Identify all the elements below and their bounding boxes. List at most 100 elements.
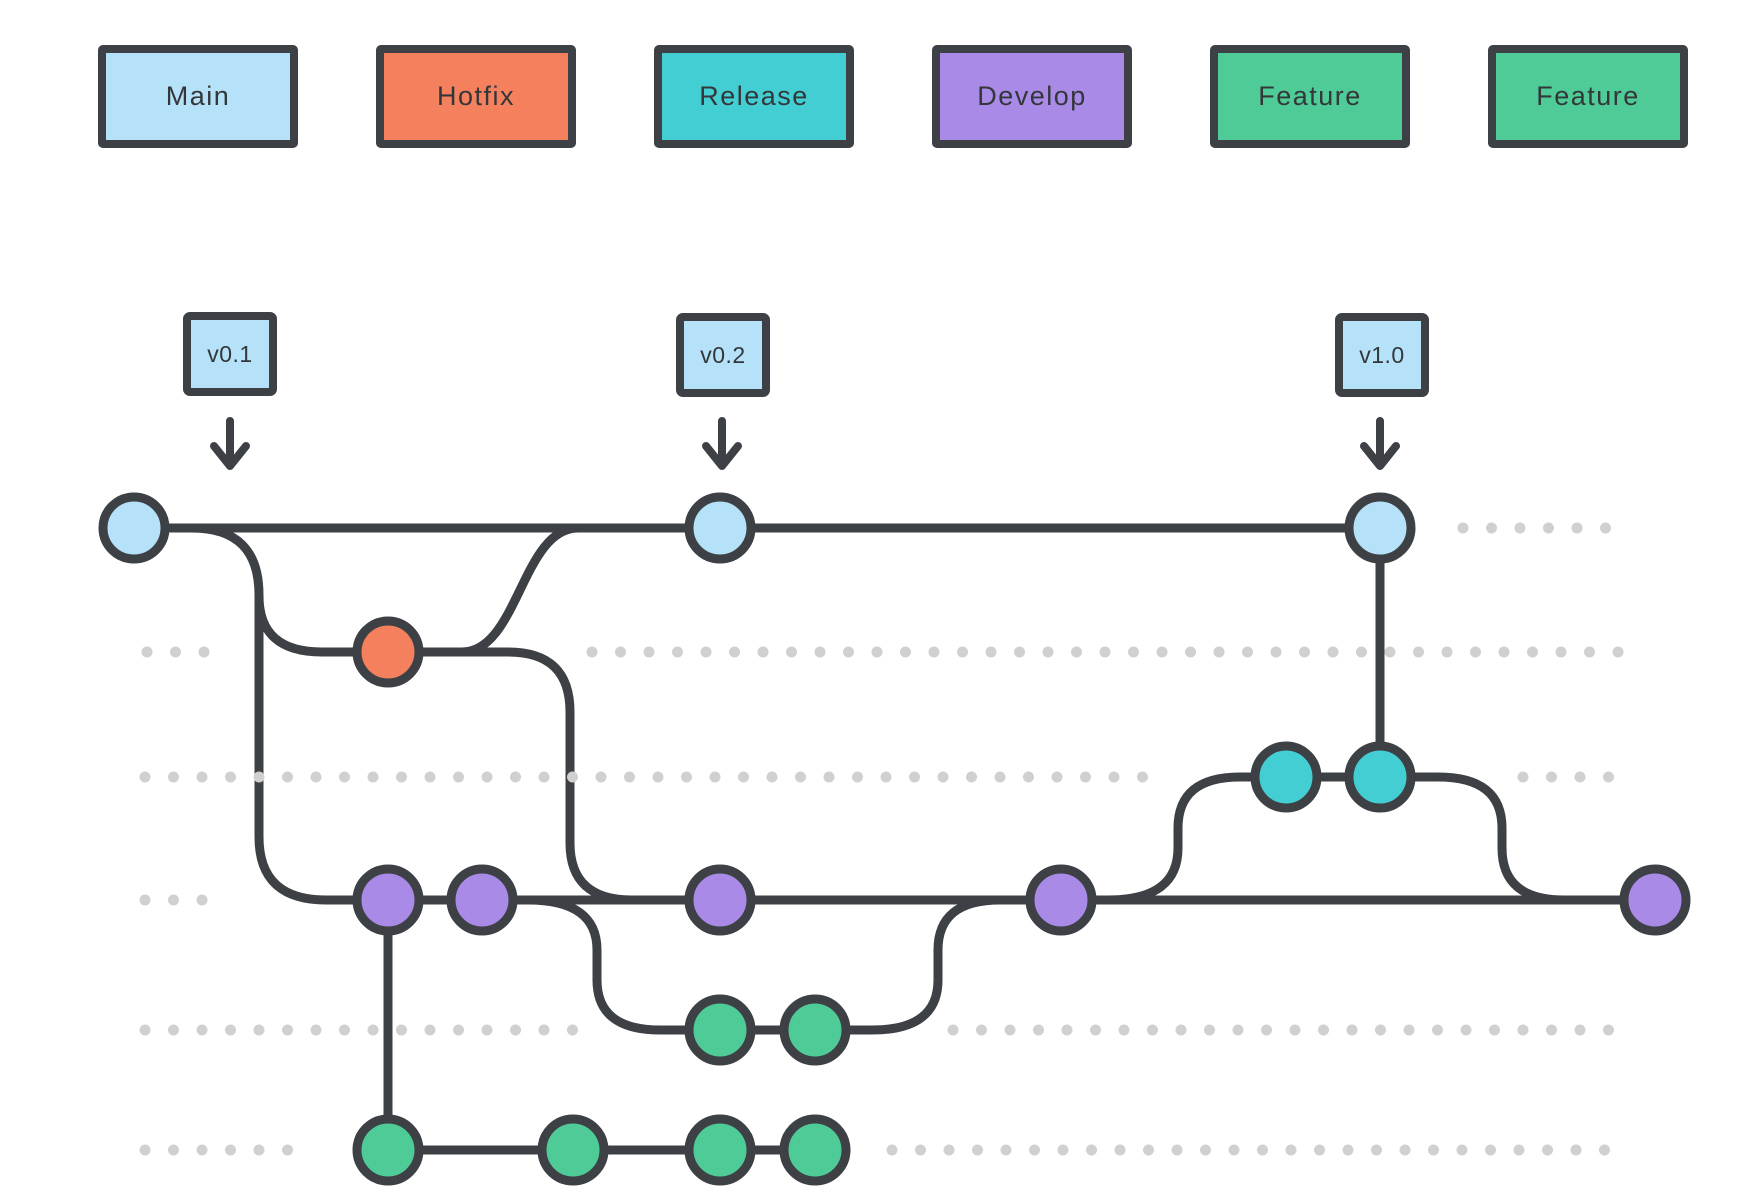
- dotted-track-feature2-right-dot: [1171, 1144, 1183, 1156]
- dotted-track-hotfix-right-dot: [1470, 646, 1481, 658]
- dotted-track-feature1-right-dot: [1232, 1024, 1244, 1036]
- dotted-track-hotfix-right-dot: [1299, 646, 1310, 658]
- legend-item-main: Main: [98, 45, 298, 148]
- dotted-track-main-right-dot: [1543, 522, 1554, 534]
- dotted-track-develop-left-dot: [139, 894, 151, 906]
- dotted-track-release-left-dot: [880, 771, 892, 783]
- dotted-track-release-left-dot: [852, 771, 863, 783]
- dotted-track-hotfix-right-dot: [928, 646, 940, 658]
- dotted-track-feature2-left-dot: [196, 1144, 208, 1156]
- dotted-track-feature2-right-dot: [1485, 1144, 1496, 1156]
- dotted-track-main-right-dot: [1600, 522, 1611, 534]
- dotted-track-hotfix-right-dot: [757, 646, 769, 658]
- dotted-track-release-left-dot: [424, 771, 436, 783]
- dotted-track-feature2-right-dot: [1114, 1144, 1126, 1156]
- dotted-track-hotfix-right-dot: [1042, 646, 1054, 658]
- dotted-track-hotfix-right-dot: [1384, 646, 1396, 658]
- dotted-track-hotfix-right-dot: [985, 646, 997, 658]
- dotted-track-feature1-right-dot: [947, 1024, 959, 1036]
- dotted-track-feature2-right-dot: [972, 1144, 983, 1156]
- dotted-track-feature1-right-dot: [1460, 1024, 1472, 1036]
- dotted-track-hotfix-left-dot: [170, 646, 181, 658]
- dotted-track-release-left-dot: [595, 771, 607, 783]
- commit-node-develop-2: [446, 864, 518, 936]
- dotted-track-feature1-right-dot: [1175, 1024, 1187, 1036]
- dotted-track-feature1-left-dot: [396, 1024, 407, 1036]
- dotted-track-feature1-right-dot: [1603, 1024, 1614, 1036]
- dotted-track-feature1-left-dot: [139, 1024, 151, 1036]
- dotted-track-release-left-dot: [652, 771, 664, 783]
- dotted-track-feature1-right-dot: [1489, 1024, 1500, 1036]
- edge-merge-feature1-to-develop: [810, 895, 1005, 1035]
- dotted-track-release-left-dot: [282, 771, 293, 783]
- dotted-track-release-left-dot: [168, 771, 179, 783]
- edge-branch-main-to-hotfix: [254, 591, 393, 657]
- legend-label-release: Release: [699, 81, 809, 111]
- tag-arrow-icon-v0.1: [210, 417, 250, 470]
- dotted-track-feature1-left-dot: [538, 1024, 550, 1036]
- version-tag-v1-0: v1.0: [1335, 313, 1429, 397]
- dotted-track-hotfix-left-dot: [198, 646, 210, 658]
- dotted-track-hotfix-left-dot: [141, 646, 153, 658]
- version-tag-label-v0-2: v0.2: [700, 341, 746, 368]
- commit-node-develop-1: [352, 864, 424, 936]
- dotted-track-release-left-dot: [196, 771, 208, 783]
- legend-label-feature-1: Feature: [1258, 81, 1362, 111]
- dotted-track-feature1-right-dot: [1147, 1024, 1158, 1036]
- dotted-track-hotfix-right-dot: [1498, 646, 1510, 658]
- dotted-track-release-right-dot: [1546, 771, 1557, 783]
- dotted-track-feature2-left-dot: [168, 1144, 179, 1156]
- dotted-track-feature1-right-dot: [1004, 1024, 1016, 1036]
- dotted-track-feature1-left-dot: [282, 1024, 293, 1036]
- dotted-track-feature2-right-dot: [1542, 1144, 1553, 1156]
- dotted-track-hotfix-right-dot: [1185, 646, 1196, 658]
- commit-node-develop-4: [1025, 864, 1097, 936]
- dotted-track-feature1-left-dot: [367, 1024, 379, 1036]
- dotted-track-feature2-right-dot: [1342, 1144, 1354, 1156]
- dotted-track-feature1-left-dot: [510, 1024, 521, 1036]
- dotted-track-feature1-left-dot: [253, 1024, 265, 1036]
- dotted-track-hotfix-right-dot: [843, 646, 854, 658]
- dotted-track-release-left-dot: [937, 771, 949, 783]
- dotted-track-feature1-right-dot: [1090, 1024, 1101, 1036]
- dotted-track-main-right-dot: [1486, 522, 1497, 534]
- commit-node-hotfix-1: [352, 616, 424, 688]
- dotted-track-feature1-right-dot: [1546, 1024, 1557, 1036]
- legend-item-feature-2: Feature: [1488, 45, 1688, 148]
- dotted-track-hotfix-right-dot: [1213, 646, 1225, 658]
- dotted-track-release-left-dot: [310, 771, 322, 783]
- commit-node-feature2-1: [352, 1114, 424, 1186]
- dotted-track-hotfix-right-dot: [1356, 646, 1367, 658]
- dotted-track-feature2-right-dot: [886, 1144, 898, 1156]
- dotted-track-feature2-right-dot: [1029, 1144, 1040, 1156]
- dotted-track-feature2-right-dot: [1086, 1144, 1097, 1156]
- dotted-track-feature2-right-dot: [1314, 1144, 1325, 1156]
- commit-node-develop-3: [684, 864, 756, 936]
- dotted-track-develop-left-dot: [168, 894, 179, 906]
- dotted-track-hotfix-right-dot: [643, 646, 655, 658]
- dotted-track-feature2-right-dot: [1371, 1144, 1382, 1156]
- dotted-track-feature1-right-dot: [1289, 1024, 1301, 1036]
- dotted-track-release-left-dot: [1137, 771, 1148, 783]
- dotted-track-hotfix-right-dot: [1441, 646, 1453, 658]
- dotted-track-hotfix-right-dot: [1242, 646, 1253, 658]
- dotted-track-feature2-right-dot: [1143, 1144, 1154, 1156]
- commit-node-feature2-4: [779, 1114, 851, 1186]
- branch-legend: Main Hotfix Release Develop Feature Feat…: [98, 45, 1688, 148]
- dotted-track-release-left-dot: [1023, 771, 1034, 783]
- dotted-track-hotfix-right-dot: [1527, 646, 1538, 658]
- dotted-track-hotfix-right-dot: [615, 646, 626, 658]
- commit-node-main-3: [1344, 492, 1416, 564]
- dotted-track-hotfix-right-dot: [871, 646, 883, 658]
- dotted-track-feature2-right-dot: [1599, 1144, 1610, 1156]
- dotted-track-feature1-right-dot: [1375, 1024, 1386, 1036]
- dotted-track-release-left-dot: [766, 771, 778, 783]
- dotted-track-hotfix-right-dot: [586, 646, 598, 658]
- dotted-track-feature2-left-dot: [139, 1144, 151, 1156]
- dotted-track-feature2-left-dot: [253, 1144, 265, 1156]
- dotted-track-hotfix-right-dot: [1071, 646, 1082, 658]
- edge-branch-develop-to-feature1: [523, 895, 727, 1035]
- dotted-track-feature1-left-dot: [310, 1024, 322, 1036]
- commit-node-release-2: [1344, 741, 1416, 813]
- dotted-track-feature1-right-dot: [1403, 1024, 1415, 1036]
